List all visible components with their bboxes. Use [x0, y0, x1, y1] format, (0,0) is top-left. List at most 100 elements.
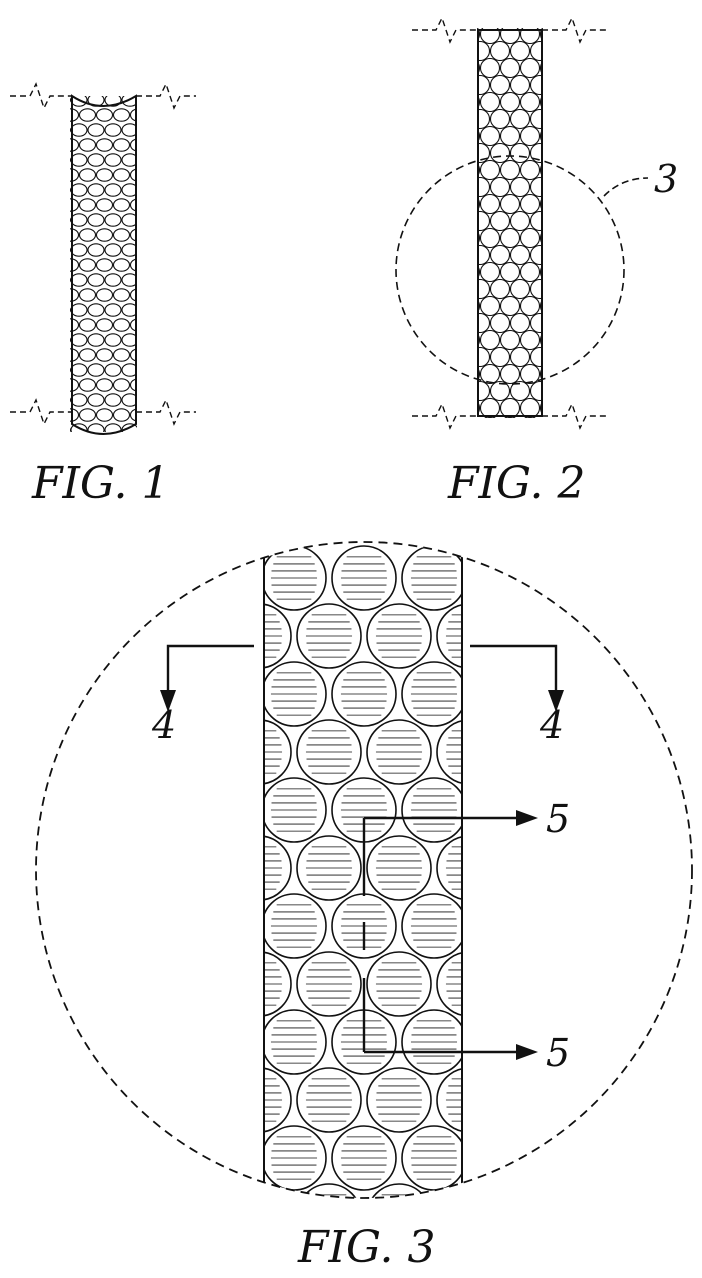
cell-circle [481, 195, 500, 214]
fig-1-tube [10, 84, 196, 436]
cell-circle [471, 76, 490, 95]
cell-circle [521, 297, 540, 316]
cell-circle [192, 662, 256, 726]
cell-circle [471, 280, 490, 299]
cell-circle [491, 178, 510, 197]
cell-circle [461, 127, 480, 146]
cell-ellipse [97, 139, 113, 151]
fig-2-cell-pattern [461, 25, 560, 435]
cell-ellipse [88, 124, 104, 136]
cell-circle [501, 161, 520, 180]
cell-circle [521, 365, 540, 384]
cell-circle [501, 399, 520, 418]
cell-ellipse [80, 259, 96, 271]
cell-circle [521, 263, 540, 282]
section-label-left: 4 [151, 703, 176, 747]
cell-ellipse [54, 244, 70, 256]
cell-ellipse [88, 274, 104, 286]
cell-circle [531, 42, 550, 61]
cell-ellipse [63, 109, 79, 121]
cell-ellipse [114, 169, 130, 181]
cell-ellipse [88, 334, 104, 346]
cell-ellipse [139, 334, 155, 346]
cell-circle [541, 59, 560, 78]
section-label-right: 4 [539, 703, 564, 747]
cell-circle [461, 195, 480, 214]
cell-ellipse [139, 154, 155, 166]
cell-ellipse [63, 379, 79, 391]
cell-ellipse [131, 199, 147, 211]
cell-ellipse [54, 184, 70, 196]
cell-circle [531, 314, 550, 333]
fig-1-tube-outline [72, 96, 136, 434]
cell-ellipse [80, 409, 96, 421]
cell-circle [501, 25, 520, 44]
cell-ellipse [131, 229, 147, 241]
cell-ellipse [139, 394, 155, 406]
section-5-lower-arrowhead [516, 1044, 538, 1060]
cell-ellipse [88, 154, 104, 166]
cell-ellipse [97, 379, 113, 391]
fig-3-detail-view: 4 4 5 5 [36, 540, 692, 1248]
cell-ellipse [114, 229, 130, 241]
cell-ellipse [88, 244, 104, 256]
cell-ellipse [71, 184, 87, 196]
cell-circle [461, 399, 480, 418]
cell-ellipse [114, 319, 130, 331]
cell-ellipse [80, 349, 96, 361]
cell-circle [541, 297, 560, 316]
fig-1-top-break-line [10, 84, 72, 108]
cell-ellipse [105, 214, 121, 226]
cell-circle [511, 110, 530, 129]
cell-ellipse [131, 289, 147, 301]
cell-circle [511, 42, 530, 61]
cell-ellipse [71, 334, 87, 346]
cell-ellipse [88, 364, 104, 376]
cell-circle [541, 229, 560, 248]
cell-circle [511, 246, 530, 265]
cell-ellipse [63, 289, 79, 301]
cell-circle [481, 399, 500, 418]
cell-circle [531, 212, 550, 231]
cell-circle [531, 348, 550, 367]
cell-ellipse [105, 154, 121, 166]
cell-circle [521, 331, 540, 350]
cell-circle [521, 195, 540, 214]
cell-ellipse [88, 304, 104, 316]
cell-ellipse [139, 304, 155, 316]
cell-circle [481, 263, 500, 282]
fig-1-cell-pattern [54, 94, 155, 436]
cell-ellipse [114, 349, 130, 361]
cell-circle [471, 110, 490, 129]
cell-circle [192, 1126, 256, 1190]
cell-circle [521, 25, 540, 44]
cell-ellipse [131, 109, 147, 121]
cell-ellipse [71, 364, 87, 376]
cell-ellipse [71, 154, 87, 166]
cell-ellipse [63, 199, 79, 211]
cell-circle [521, 59, 540, 78]
cell-circle [521, 161, 540, 180]
cell-ellipse [80, 109, 96, 121]
cell-circle [491, 314, 510, 333]
cell-circle [491, 42, 510, 61]
cell-circle [192, 546, 256, 610]
cell-ellipse [139, 424, 155, 436]
cell-ellipse [105, 334, 121, 346]
cell-ellipse [71, 304, 87, 316]
cell-ellipse [63, 409, 79, 421]
cell-circle [501, 93, 520, 112]
cell-ellipse [54, 394, 70, 406]
cell-ellipse [105, 364, 121, 376]
cell-circle [531, 416, 550, 435]
cell-circle [471, 178, 490, 197]
cell-circle [481, 59, 500, 78]
fig-1-bottom-break-line-right [136, 400, 196, 424]
section-arrow-right [470, 646, 556, 694]
cell-ellipse [97, 319, 113, 331]
cell-circle [501, 297, 520, 316]
section-5-upper-arrowhead [516, 810, 538, 826]
cell-circle [461, 297, 480, 316]
cell-circle [501, 195, 520, 214]
fig-2-detail-reference: 3 [654, 157, 678, 201]
